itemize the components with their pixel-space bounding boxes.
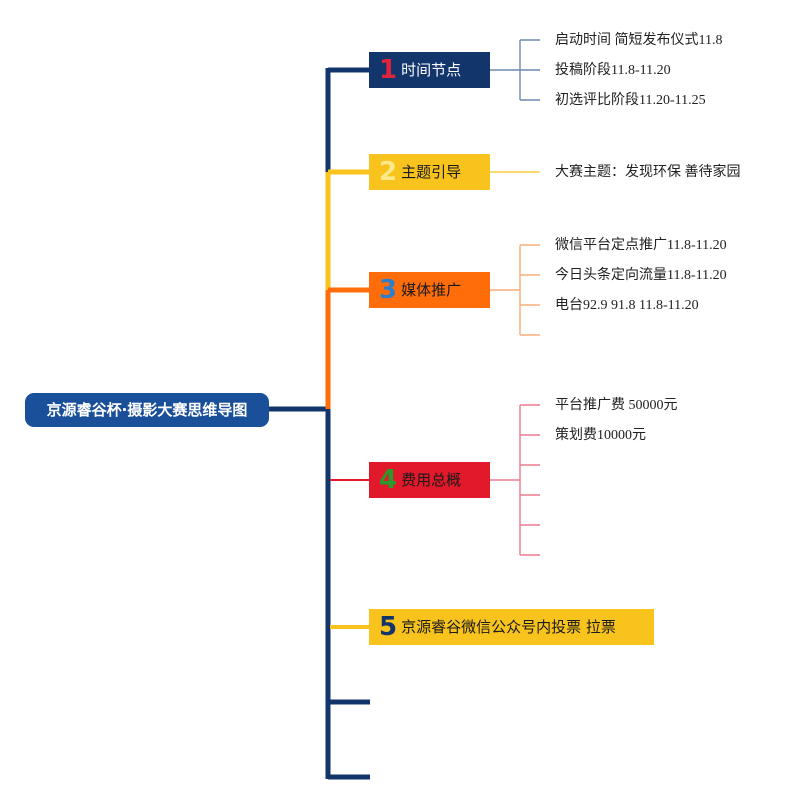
branch-label: 媒体推广 [401, 281, 462, 299]
branch-label: 主题引导 [401, 163, 462, 181]
leaf-item[interactable]: 平台推广费 50000元 [555, 398, 678, 413]
leaf-item[interactable]: 微信平台定点推广11.8-11.20 [555, 238, 727, 253]
branch-1-leaf-bracket [490, 39, 540, 101]
leaf-item[interactable]: 投稿阶段11.8-11.20 [555, 63, 671, 78]
leaf-item[interactable]: 大赛主题：发现环保 善待家园 [555, 165, 741, 180]
leaf-item[interactable]: 策划费10000元 [555, 428, 646, 443]
branch-4-leaf-bracket [490, 404, 540, 556]
branch-label: 时间节点 [401, 61, 462, 79]
branch-number: 5 [379, 612, 398, 642]
branch-label: 京源睿谷微信公众号内投票 拉票 [401, 618, 616, 636]
leaf-item[interactable]: 初选评比阶段11.20-11.25 [555, 93, 706, 108]
branch-label: 费用总概 [401, 471, 462, 489]
leaf-item[interactable]: 启动时间 简短发布仪式11.8 [555, 33, 723, 48]
branch-3-leaf-bracket [490, 244, 540, 336]
branch-number: 2 [379, 157, 398, 187]
leaf-item[interactable]: 今日头条定向流量11.8-11.20 [555, 268, 727, 283]
leaf-item[interactable]: 电台92.9 91.8 11.8-11.20 [555, 298, 699, 313]
branch-number: 4 [379, 465, 398, 495]
branch-number: 1 [379, 55, 398, 85]
branch-number: 3 [379, 275, 398, 305]
root-node[interactable]: 京源睿谷杯·摄影大赛思维导图 [25, 393, 269, 427]
